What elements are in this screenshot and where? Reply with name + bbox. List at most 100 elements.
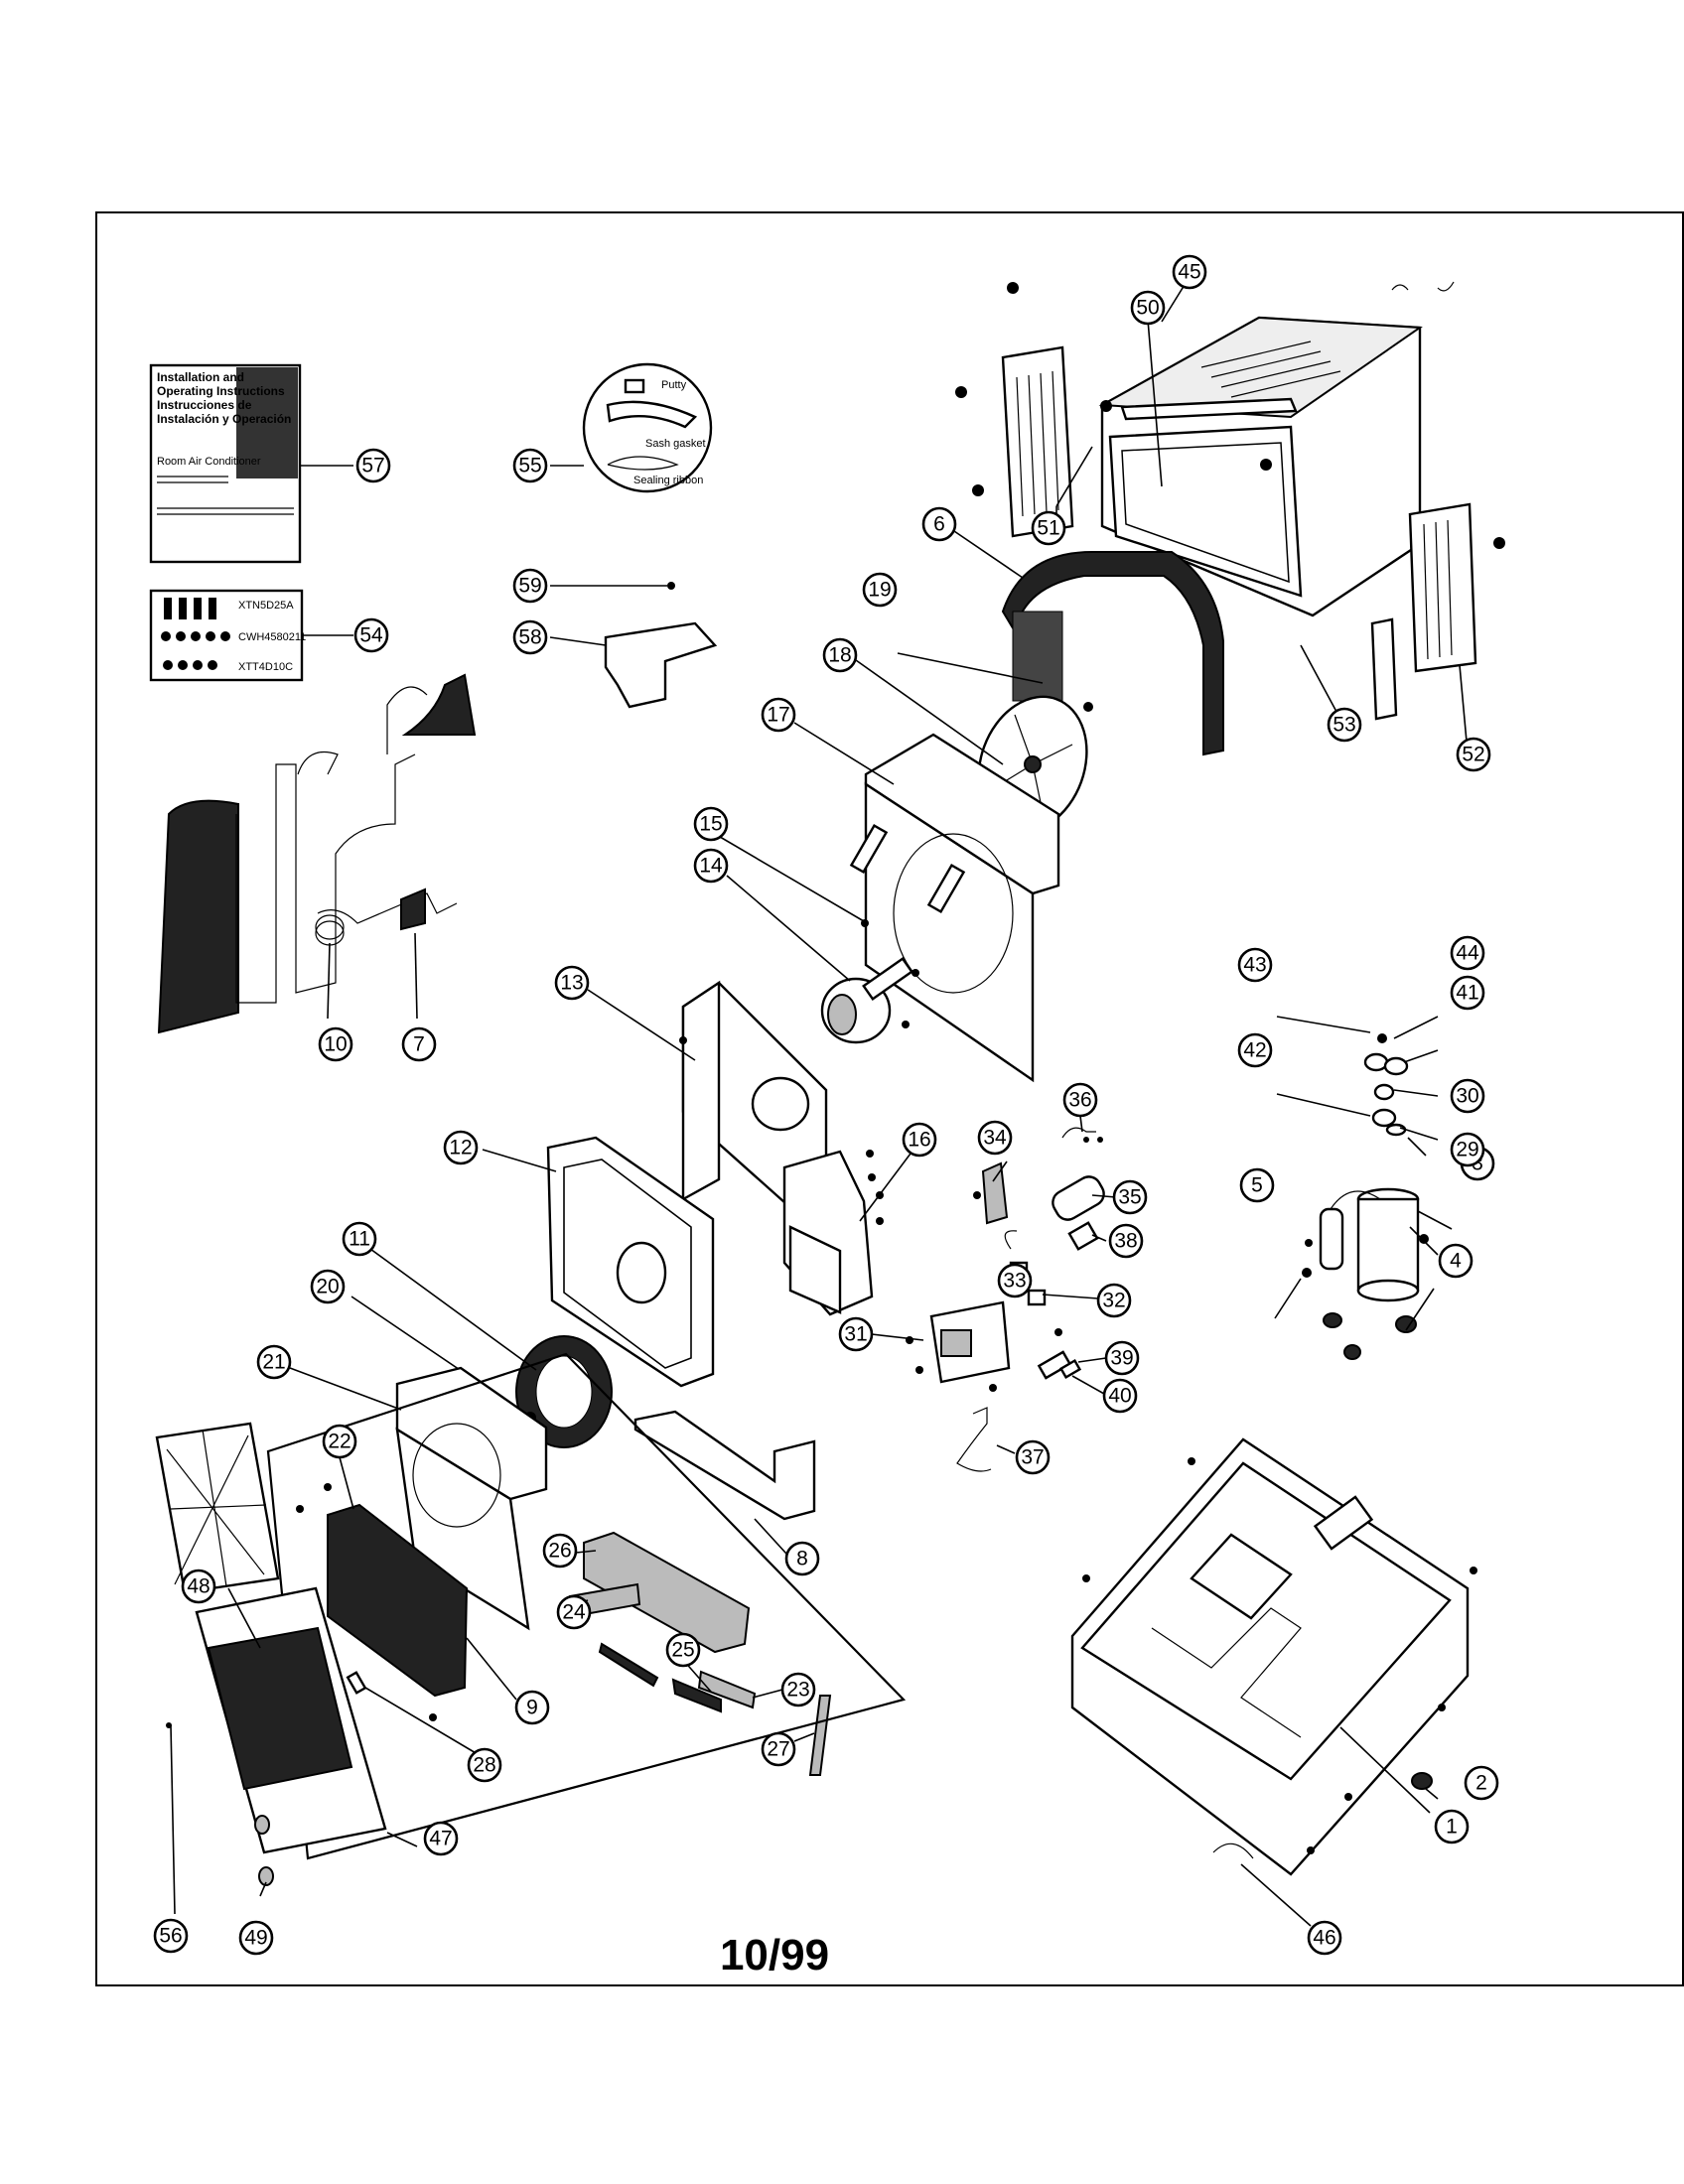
svg-text:2: 2	[1475, 1772, 1487, 1795]
svg-text:51: 51	[1037, 517, 1059, 540]
svg-text:39: 39	[1110, 1347, 1133, 1370]
svg-text:13: 13	[560, 972, 583, 995]
putty-label: Putty	[661, 379, 687, 391]
callout-15: 15	[693, 806, 729, 842]
svg-text:52: 52	[1462, 744, 1484, 766]
svg-text:5: 5	[1251, 1174, 1263, 1197]
callout-43: 43	[1237, 947, 1273, 983]
screw-kit: XTN5D25A CWH4580211 XTT4D10C	[149, 589, 353, 682]
svg-text:26: 26	[548, 1540, 571, 1563]
svg-text:44: 44	[1456, 942, 1479, 965]
callout-50: 50	[1130, 290, 1166, 326]
svg-text:32: 32	[1102, 1290, 1125, 1312]
callout-58: 58	[512, 619, 548, 655]
svg-text:57: 57	[361, 455, 384, 478]
callout-26: 26	[542, 1533, 578, 1569]
svg-text:12: 12	[449, 1137, 472, 1160]
svg-text:18: 18	[828, 644, 851, 667]
svg-text:36: 36	[1068, 1089, 1091, 1112]
condenser-coil	[950, 528, 1224, 756]
callout-27: 27	[761, 1731, 796, 1767]
manual-title-line-1: Installation and	[157, 370, 244, 384]
orifice-plate	[289, 1366, 548, 1631]
callout-30: 30	[1450, 1078, 1485, 1114]
callout-55: 55	[512, 448, 548, 483]
callout-51: 51	[1031, 510, 1066, 546]
drain-channel	[633, 1410, 816, 1566]
callout-2: 2	[1464, 1765, 1499, 1801]
callout-53: 53	[1327, 707, 1362, 743]
callout-32: 32	[1096, 1283, 1132, 1318]
callout-1: 1	[1434, 1809, 1470, 1844]
callout-41: 41	[1450, 975, 1485, 1011]
callout-18: 18	[822, 637, 858, 673]
control-bracket	[782, 1149, 914, 1316]
callout-46: 46	[1307, 1920, 1342, 1956]
svg-text:4: 4	[1450, 1250, 1462, 1273]
callout-7: 7	[401, 1026, 437, 1062]
svg-text:35: 35	[1118, 1186, 1141, 1209]
svg-text:28: 28	[473, 1754, 495, 1777]
base-pan	[1070, 1437, 1477, 1927]
callout-9: 9	[514, 1690, 550, 1725]
callout-38: 38	[1108, 1223, 1144, 1259]
callout-16: 16	[902, 1122, 937, 1158]
manual-product: Room Air Conditioner	[157, 456, 261, 468]
svg-text:24: 24	[562, 1601, 586, 1624]
callout-40: 40	[1102, 1378, 1138, 1414]
svg-text:55: 55	[518, 455, 541, 478]
callout-49: 49	[238, 1920, 274, 1956]
electrical-components	[956, 1115, 1117, 1472]
svg-text:33: 33	[1003, 1270, 1026, 1293]
svg-text:8: 8	[796, 1548, 808, 1570]
cabinet-assembly	[955, 279, 1505, 753]
callout-19: 19	[862, 572, 898, 608]
callout-52: 52	[1456, 737, 1491, 772]
callout-48: 48	[181, 1569, 216, 1604]
svg-text:9: 9	[526, 1697, 538, 1719]
svg-text:46: 46	[1313, 1927, 1335, 1950]
drain-pan-small	[549, 582, 718, 709]
svg-text:1: 1	[1446, 1816, 1458, 1839]
svg-text:31: 31	[844, 1323, 867, 1346]
svg-text:10: 10	[324, 1033, 347, 1056]
callout-10: 10	[318, 1026, 353, 1062]
callout-35: 35	[1112, 1179, 1148, 1215]
sealing-kit: Putty Sash gasket Sealing ribbon	[550, 362, 713, 493]
svg-text:37: 37	[1021, 1446, 1044, 1469]
callout-59: 59	[512, 568, 548, 604]
svg-text:17: 17	[767, 704, 789, 727]
svg-text:42: 42	[1243, 1039, 1266, 1062]
blower-housing	[482, 1136, 715, 1388]
callout-31: 31	[838, 1316, 874, 1352]
callout-20: 20	[310, 1269, 346, 1304]
svg-text:48: 48	[187, 1575, 210, 1598]
svg-text:34: 34	[983, 1127, 1007, 1150]
callout-4: 4	[1438, 1243, 1474, 1279]
sealing-ribbon-label: Sealing ribbon	[633, 475, 703, 486]
svg-text:21: 21	[262, 1351, 285, 1374]
callout-11: 11	[342, 1221, 377, 1257]
evaporator-coil	[296, 1456, 517, 1758]
compressor-assembly	[1274, 1016, 1453, 1360]
callout-34: 34	[977, 1120, 1013, 1156]
callout-28: 28	[467, 1747, 502, 1783]
svg-text:59: 59	[518, 575, 541, 598]
svg-text:45: 45	[1178, 261, 1200, 284]
fan-shroud	[793, 722, 1060, 1083]
callout-23: 23	[780, 1672, 816, 1707]
partition-bracket	[587, 980, 876, 1213]
svg-text:7: 7	[413, 1033, 425, 1056]
svg-text:49: 49	[244, 1927, 267, 1950]
callout-54: 54	[353, 617, 389, 653]
callout-37: 37	[1015, 1439, 1051, 1475]
callout-12: 12	[443, 1130, 479, 1165]
callout-22: 22	[322, 1424, 357, 1459]
callout-42: 42	[1237, 1032, 1273, 1068]
callout-8: 8	[784, 1541, 820, 1576]
callout-13: 13	[554, 965, 590, 1001]
front-grille	[155, 1422, 418, 1915]
svg-text:54: 54	[359, 624, 383, 647]
svg-text:29: 29	[1456, 1139, 1478, 1161]
